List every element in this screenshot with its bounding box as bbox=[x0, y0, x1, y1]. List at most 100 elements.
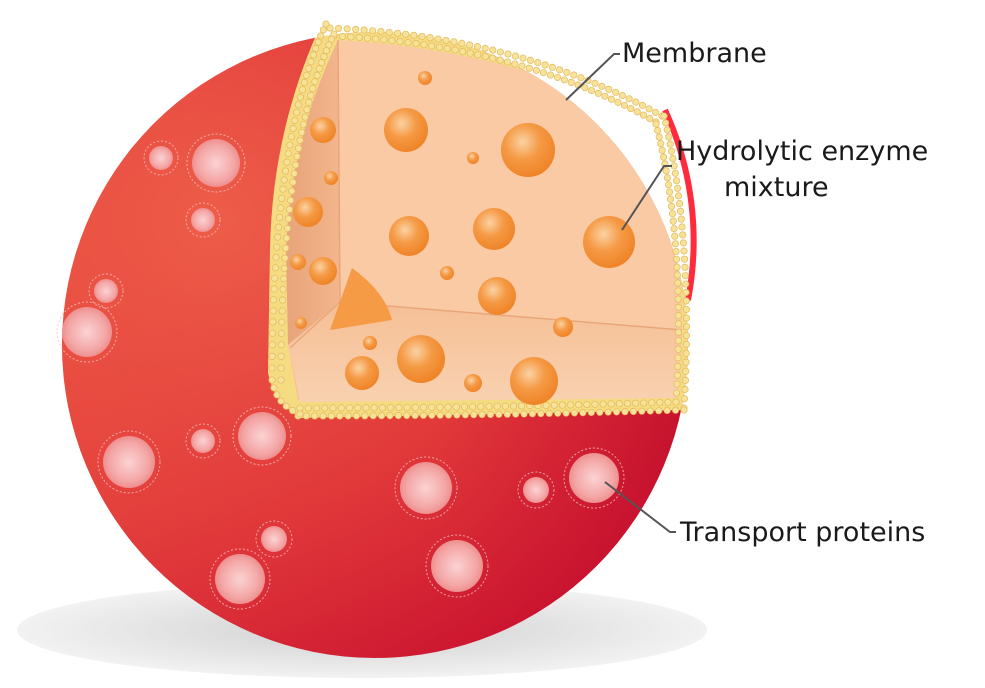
membrane-bead bbox=[338, 405, 344, 411]
membrane-bead bbox=[656, 134, 662, 140]
membrane-bead bbox=[315, 39, 321, 45]
membrane-bead bbox=[628, 105, 634, 111]
membrane-bead bbox=[308, 92, 314, 98]
membrane-bead bbox=[527, 57, 533, 63]
membrane-bead bbox=[559, 402, 565, 408]
membrane-bead bbox=[297, 137, 303, 143]
membrane-bead bbox=[482, 45, 488, 51]
membrane-bead bbox=[592, 80, 598, 86]
membrane-bead bbox=[543, 402, 549, 408]
membrane-bead bbox=[364, 35, 370, 41]
membrane-bead bbox=[681, 407, 687, 413]
transport-label: Transport proteins bbox=[679, 517, 925, 548]
membrane-bead bbox=[626, 96, 632, 102]
membrane-bead bbox=[270, 297, 276, 303]
membrane-bead bbox=[640, 400, 646, 406]
membrane-bead bbox=[497, 57, 503, 63]
membrane-bead bbox=[286, 206, 292, 212]
membrane-bead bbox=[436, 44, 442, 50]
membrane-bead bbox=[571, 72, 577, 78]
membrane-bead bbox=[675, 321, 681, 327]
membrane-bead bbox=[567, 402, 573, 408]
membrane-bead bbox=[502, 403, 508, 409]
transport-protein bbox=[523, 477, 549, 503]
membrane-bead bbox=[634, 109, 640, 115]
membrane-bead bbox=[487, 411, 493, 417]
membrane-bead bbox=[580, 410, 586, 416]
membrane-bead bbox=[459, 40, 465, 46]
membrane-bead bbox=[654, 127, 660, 133]
membrane-bead bbox=[673, 248, 679, 254]
membrane-bead bbox=[683, 324, 689, 330]
membrane-bead bbox=[674, 264, 680, 270]
membrane-bead bbox=[630, 408, 636, 414]
membrane-bead bbox=[597, 409, 603, 415]
membrane-bead bbox=[272, 275, 278, 281]
membrane-bead bbox=[323, 47, 329, 53]
membrane-bead bbox=[639, 408, 645, 414]
transport-protein bbox=[215, 554, 265, 604]
membrane-bead bbox=[313, 405, 319, 411]
membrane-bead bbox=[673, 399, 679, 405]
membrane-bead bbox=[512, 53, 518, 59]
membrane-bead bbox=[312, 79, 318, 85]
membrane-bead bbox=[674, 272, 680, 278]
membrane-bead bbox=[283, 403, 289, 409]
membrane-bead bbox=[299, 129, 305, 135]
membrane-bead bbox=[646, 106, 652, 112]
enzyme-vesicle bbox=[440, 266, 454, 280]
enzyme-vesicle bbox=[384, 108, 428, 152]
membrane-bead bbox=[290, 125, 296, 131]
membrane-bead bbox=[675, 355, 681, 361]
membrane-bead bbox=[310, 85, 316, 91]
membrane-bead bbox=[287, 197, 293, 203]
membrane-bead bbox=[459, 48, 465, 54]
membrane-bead bbox=[294, 153, 300, 159]
membrane-bead bbox=[675, 296, 681, 302]
membrane-bead bbox=[674, 185, 680, 191]
membrane-bead bbox=[274, 244, 280, 250]
membrane-bead bbox=[284, 159, 290, 165]
membrane-bead bbox=[435, 36, 441, 42]
membrane-bead bbox=[270, 319, 276, 325]
membrane-bead bbox=[683, 289, 689, 295]
membrane-bead bbox=[275, 224, 281, 230]
membrane-bead bbox=[683, 368, 689, 374]
membrane-bead bbox=[278, 353, 284, 359]
membrane-bead bbox=[512, 61, 518, 67]
membrane-bead bbox=[437, 404, 443, 410]
membrane-bead bbox=[602, 93, 608, 99]
membrane-bead bbox=[452, 47, 458, 53]
membrane-bead bbox=[295, 102, 301, 108]
membrane-bead bbox=[421, 42, 427, 48]
membrane-bead bbox=[278, 330, 284, 336]
transport-protein bbox=[62, 307, 112, 357]
enzyme-vesicle bbox=[345, 356, 379, 390]
membrane-bead bbox=[682, 377, 688, 383]
membrane-bead bbox=[411, 32, 417, 38]
membrane-bead bbox=[444, 45, 450, 51]
membrane-bead bbox=[666, 134, 672, 140]
membrane-bead bbox=[284, 225, 290, 231]
membrane-bead bbox=[287, 142, 293, 148]
membrane-bead bbox=[554, 410, 560, 416]
membrane-bead bbox=[683, 359, 689, 365]
membrane-bead bbox=[279, 319, 285, 325]
membrane-bead bbox=[275, 234, 281, 240]
membrane-bead bbox=[289, 188, 295, 194]
membrane-bead bbox=[632, 400, 638, 406]
membrane-bead bbox=[280, 276, 286, 282]
membrane-bead bbox=[639, 102, 645, 108]
membrane-bead bbox=[526, 65, 532, 71]
membrane-bead bbox=[671, 225, 677, 231]
membrane-bead bbox=[279, 308, 285, 314]
membrane-bead bbox=[675, 280, 681, 286]
membrane-bead bbox=[355, 405, 361, 411]
membrane-bead bbox=[397, 38, 403, 44]
transport-protein bbox=[103, 436, 155, 488]
membrane-bead bbox=[568, 79, 574, 85]
membrane-bead bbox=[291, 170, 297, 176]
membrane-bead bbox=[412, 404, 418, 410]
membrane-bead bbox=[443, 37, 449, 43]
membrane-bead bbox=[290, 179, 296, 185]
